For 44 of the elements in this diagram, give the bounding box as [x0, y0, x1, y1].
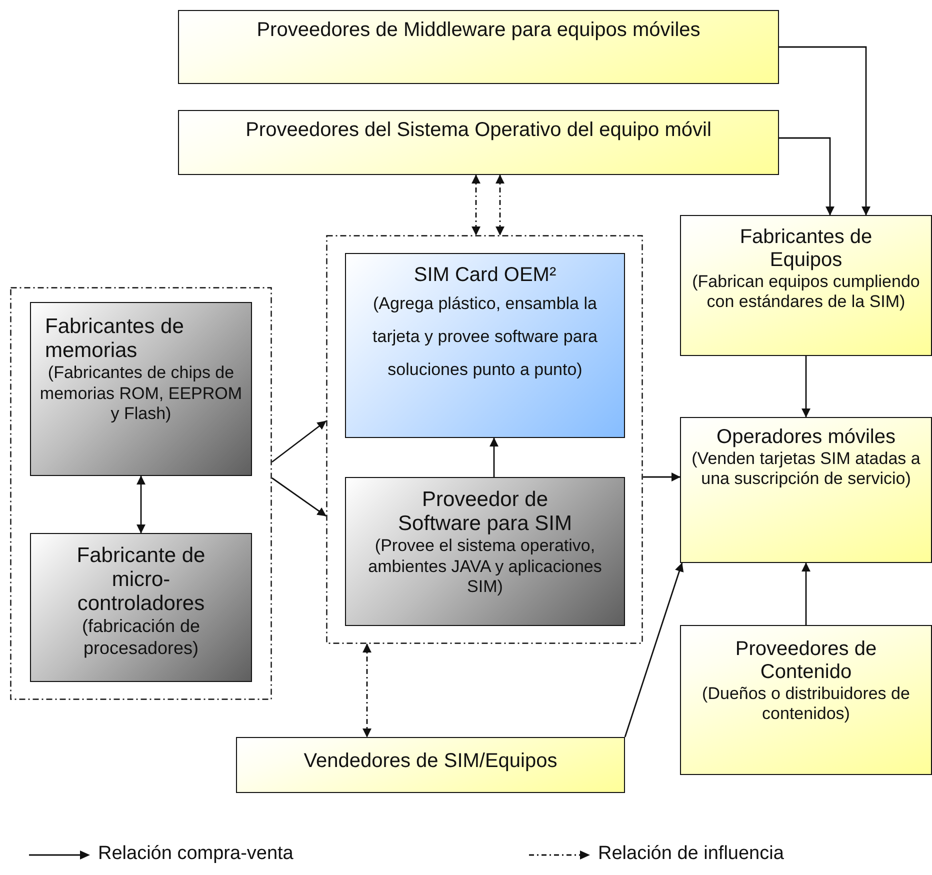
arrow	[472, 174, 480, 236]
legend-label: Relación compra-venta	[98, 843, 294, 865]
node-description: (Venden tarjetas SIM atadas a una suscripción de servicio)	[690, 449, 922, 490]
arrow	[643, 472, 680, 482]
node-description: (Provee el sistema operativo, ambientes JAVA y aplicaciones SIM)	[367, 536, 603, 598]
node-heading: Fabricantes de Equipos	[738, 226, 874, 272]
node-heading: Proveedores de Middleware para equipos móviles	[256, 19, 702, 42]
node-heading: Fabricante de micro-controladores	[76, 544, 206, 616]
arrow	[624, 562, 684, 738]
node-heading: Proveedores del Sistema Operativo del equipo móvil	[244, 119, 712, 142]
arrow	[490, 438, 498, 477]
node-description: (fabricación de procesadores)	[80, 616, 202, 660]
arrow	[496, 174, 504, 236]
process-box	[30, 302, 252, 476]
process-box	[680, 417, 932, 563]
process-box	[680, 215, 932, 356]
arrow	[779, 46, 870, 216]
process-box	[178, 110, 779, 175]
node-heading: Vendedores de SIM/Equipos	[302, 750, 558, 773]
arrow	[779, 137, 834, 216]
arrow	[272, 420, 326, 463]
arrow	[802, 356, 810, 418]
node-heading: Operadores móviles	[716, 426, 896, 449]
process-box	[680, 625, 932, 775]
arrow	[272, 477, 326, 517]
arrow	[802, 562, 810, 625]
node-heading: Proveedores de Contenido	[734, 638, 878, 684]
dashed-group-frame	[326, 235, 643, 644]
process-box	[345, 253, 625, 438]
node-heading: SIM Card OEM²	[412, 264, 558, 287]
node-description: (Fabricantes de chips de memorias ROM, EEPROM y Flash)	[38, 363, 244, 424]
node-heading: Proveedor de Software para SIM	[397, 488, 573, 536]
arrow	[136, 476, 146, 534]
dashed-group-frame	[10, 287, 272, 700]
process-box	[30, 533, 252, 682]
process-box	[236, 737, 625, 793]
node-description: (Agrega plástico, ensambla la tarjeta y provee software para soluciones punto a punto)	[372, 293, 598, 382]
node-description: (Dueños o distribuidores de contenidos)	[701, 684, 911, 725]
process-box	[345, 477, 625, 626]
legend-label: Relación de influencia	[598, 843, 784, 865]
arrow	[362, 644, 372, 738]
node-heading: Fabricantes de memorias	[45, 315, 185, 364]
node-description: (Fabrican equipos cumpliendo con estándares de la SIM)	[691, 272, 921, 313]
process-box	[178, 10, 779, 84]
